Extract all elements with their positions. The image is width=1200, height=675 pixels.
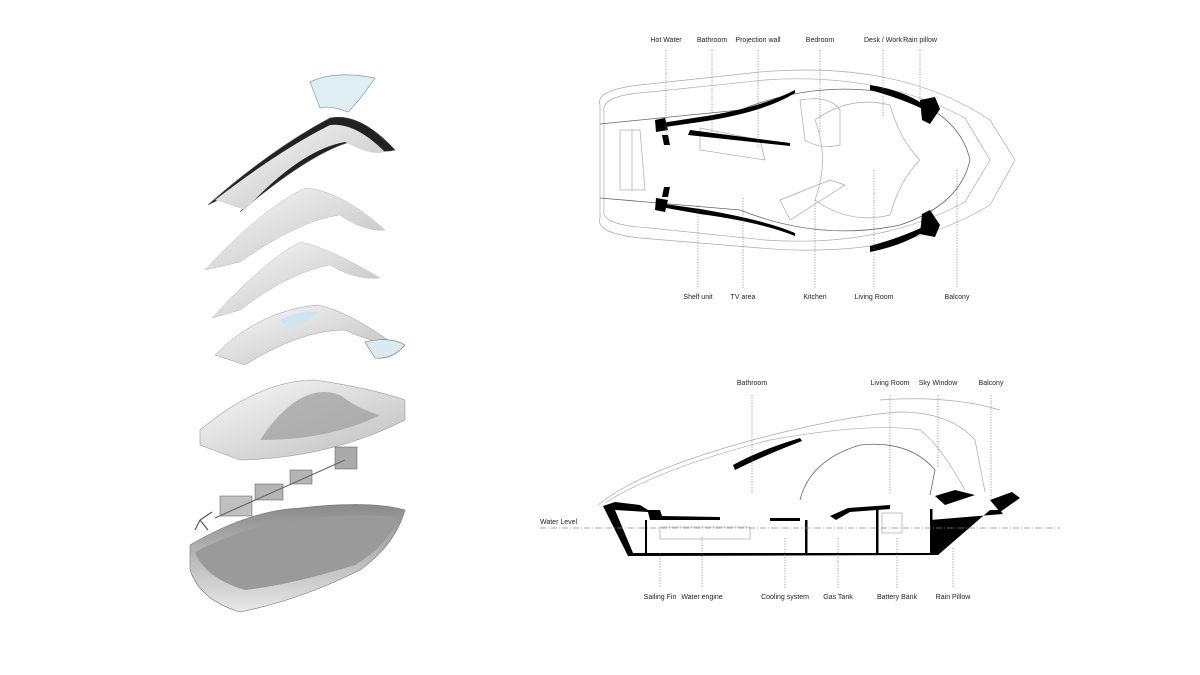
machinery-layer xyxy=(194,446,358,531)
svg-text:Kitchen: Kitchen xyxy=(803,294,826,301)
label-kitchen: Kitchen xyxy=(803,200,827,301)
svg-text:Balcony: Balcony xyxy=(979,380,1004,387)
label-rain-pillow-section: Rain Pillow xyxy=(936,548,972,601)
plan-top-labels: Hot Water Bathroom Projection wall Bedro… xyxy=(650,37,938,148)
svg-text:Rain Pillow: Rain Pillow xyxy=(936,594,972,601)
window-layer xyxy=(280,311,318,330)
svg-text:Water engine: Water engine xyxy=(681,594,722,601)
label-sky-window: Sky Window xyxy=(919,380,958,468)
label-bathroom-section: Bathroom xyxy=(737,380,768,495)
label-shelf-unit: Shelf unit xyxy=(683,205,713,301)
label-tv-area: TV area xyxy=(731,198,756,301)
label-living-room: Living Room xyxy=(855,170,894,301)
label-bedroom: Bedroom xyxy=(806,37,835,133)
svg-text:Shelf unit: Shelf unit xyxy=(683,294,712,301)
svg-text:Water Level: Water Level xyxy=(540,519,578,526)
svg-text:Bathroom: Bathroom xyxy=(697,37,728,44)
svg-text:Rain pillow: Rain pillow xyxy=(903,37,938,44)
svg-text:Cooling system: Cooling system xyxy=(761,594,809,601)
svg-text:Sky Window: Sky Window xyxy=(919,380,958,387)
svg-text:Projection wall: Projection wall xyxy=(735,37,781,44)
section-bottom-labels: Sailing Fin Water engine Cooling system … xyxy=(644,537,972,601)
label-balcony-section: Balcony xyxy=(979,380,1004,498)
svg-text:Desk / Work: Desk / Work xyxy=(864,37,902,44)
label-balcony: Balcony xyxy=(945,170,970,301)
shell-layer-3 xyxy=(211,241,381,319)
label-desk-work: Desk / Work xyxy=(864,37,902,116)
svg-text:Living Room: Living Room xyxy=(855,294,894,301)
svg-text:Hot Water: Hot Water xyxy=(650,37,682,44)
label-hot-water: Hot Water xyxy=(650,37,682,140)
floor-plan xyxy=(599,69,1016,252)
label-gas-tank: Gas Tank xyxy=(823,538,853,601)
shell-layer-2 xyxy=(204,187,386,271)
label-living-room-section: Living Room xyxy=(871,380,910,495)
water-level-line: Water Level xyxy=(540,519,1060,529)
exploded-view xyxy=(189,74,406,613)
svg-text:Gas Tank: Gas Tank xyxy=(823,594,853,601)
window-layer-2 xyxy=(364,339,406,359)
section-view xyxy=(597,398,1020,556)
svg-text:Balcony: Balcony xyxy=(945,294,970,301)
svg-text:Living Room: Living Room xyxy=(871,380,910,387)
svg-text:Sailing Fin: Sailing Fin xyxy=(644,594,677,601)
plan-bottom-labels: Shelf unit TV area Kitchen Living Room B… xyxy=(683,170,970,301)
section-top-labels: Bathroom Living Room Sky Window Balcony xyxy=(737,380,1004,498)
label-rain-pillow: Rain pillow xyxy=(903,37,938,100)
sky-window-layer xyxy=(309,74,376,113)
label-cooling-system: Cooling system xyxy=(761,538,809,601)
label-bathroom: Bathroom xyxy=(697,37,728,132)
label-sailing-fin: Sailing Fin xyxy=(644,553,677,601)
label-projection-wall: Projection wall xyxy=(735,37,781,148)
label-battery-bank: Battery Bank xyxy=(877,538,918,601)
svg-text:TV area: TV area xyxy=(731,294,756,301)
svg-text:Bathroom: Bathroom xyxy=(737,380,768,387)
label-water-engine: Water engine xyxy=(681,537,723,601)
svg-text:Bedroom: Bedroom xyxy=(806,37,835,44)
svg-text:Battery Bank: Battery Bank xyxy=(877,594,918,601)
